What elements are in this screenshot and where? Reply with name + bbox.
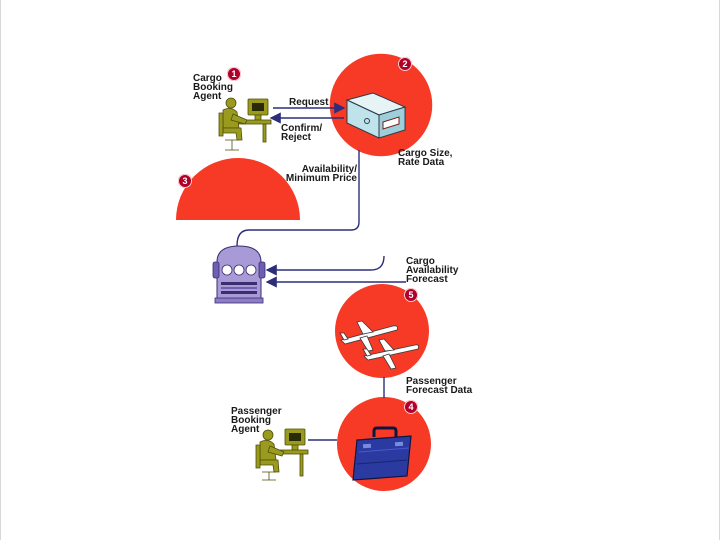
cargo-size-rate-label: Cargo Size, Rate Data	[398, 148, 453, 168]
request-label: Request	[289, 97, 329, 108]
forecast-to-mainframe-upper	[265, 255, 385, 276]
availability-min-price-label: Availability/ Minimum Price	[285, 164, 357, 184]
badge-2: 2	[398, 57, 412, 71]
confirm-reject-label: Confirm/ Reject	[281, 123, 323, 143]
node2-to-mainframe-line	[236, 150, 360, 247]
passenger-agent-label: Passenger Booking Agent	[231, 406, 282, 435]
data-box-icon	[345, 92, 407, 139]
airplane-icon	[339, 320, 419, 370]
passenger-agent-icon	[255, 428, 309, 481]
mainframe-computer-icon	[212, 245, 266, 304]
cargo-agent-icon	[218, 97, 272, 151]
node-3-dome	[176, 158, 300, 220]
badge-3: 3	[178, 174, 192, 188]
badge-5: 5	[404, 288, 418, 302]
cargo-agent-label: Cargo Booking Agent	[193, 73, 233, 102]
suitcase-icon	[352, 426, 412, 481]
cargo-availability-forecast-label: Cargo Availability Forecast	[406, 256, 459, 285]
passenger-forecast-data-label: Passenger Forecast Data	[406, 376, 473, 396]
badge-4: 4	[404, 400, 418, 414]
badge-1: 1	[227, 67, 241, 81]
